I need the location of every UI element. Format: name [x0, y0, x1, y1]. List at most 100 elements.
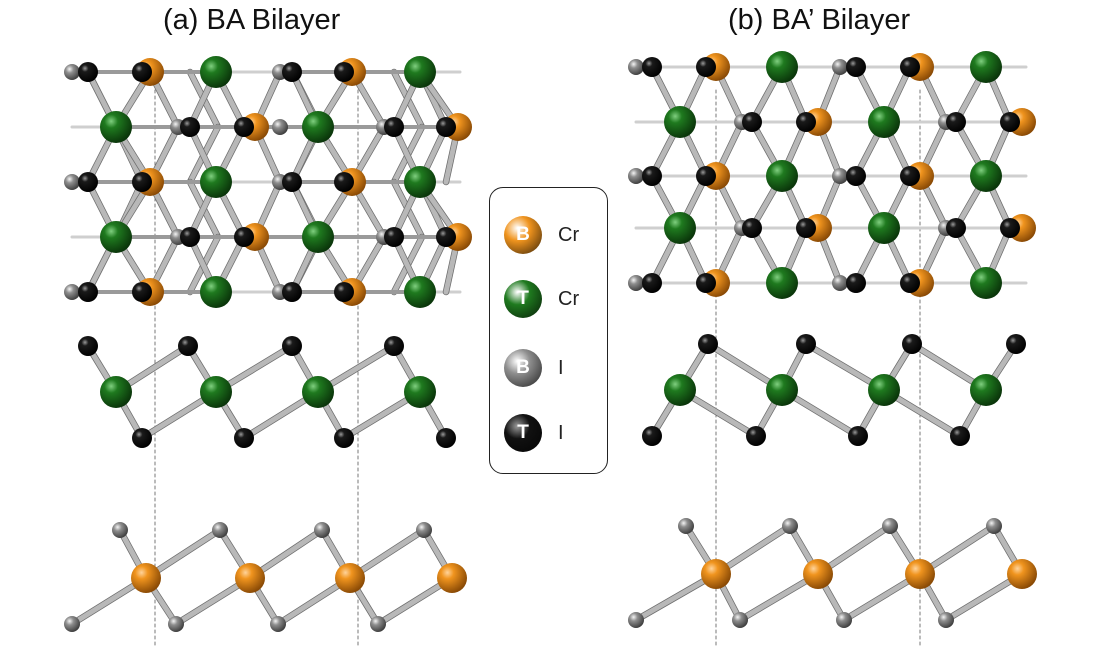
top-i-atom: [334, 428, 354, 448]
top-cr-atom: [664, 106, 696, 138]
bottom-i-atom: [314, 522, 330, 538]
top-cr-atom: [868, 212, 900, 244]
top-i-atom: [742, 112, 762, 132]
top-i-atom: [180, 117, 200, 137]
top-cr-atom: [302, 376, 334, 408]
bottom-i-atom: [836, 612, 852, 628]
top-i-atom: [234, 428, 254, 448]
legend-row-top-cr: T Cr: [504, 280, 579, 318]
legend-label: Cr: [558, 223, 580, 246]
top-cr-atom: [200, 376, 232, 408]
top-cr-atom: [766, 267, 798, 299]
bottom-i-atom: [782, 518, 798, 534]
top-i-atom: [282, 62, 302, 82]
bond: [633, 571, 719, 623]
atom-layer: [64, 51, 1037, 632]
top-i-atom: [180, 227, 200, 247]
bottom-i-atom: [416, 522, 432, 538]
top-i-atom: [848, 426, 868, 446]
top-i-atom: [1000, 112, 1020, 132]
top-i-atom: [132, 172, 152, 192]
top-i-atom: [900, 57, 920, 77]
bottom-i-atom: [272, 119, 288, 135]
bottom-i-atom: [832, 59, 848, 75]
top-i-atom: [742, 218, 762, 238]
bottom-i-atom: [882, 518, 898, 534]
top-cr-atom: [404, 276, 436, 308]
bottom-i-atom: [168, 616, 184, 632]
top-i-atom: [436, 117, 456, 137]
top-i-atom: [334, 172, 354, 192]
top-i-atom: [282, 172, 302, 192]
top-cr-atom: [200, 276, 232, 308]
top-cr-atom: [200, 166, 232, 198]
top-cr-atom: [868, 374, 900, 406]
bottom-cr-atom: [803, 559, 833, 589]
top-i-atom: [436, 227, 456, 247]
bottom-i-sphere-icon: B: [504, 349, 542, 387]
top-i-atom: [642, 166, 662, 186]
top-i-atom: [696, 273, 716, 293]
bottom-cr-sphere-icon: B: [504, 216, 542, 254]
top-i-atom: [282, 282, 302, 302]
top-cr-atom: [302, 111, 334, 143]
bottom-i-atom: [270, 616, 286, 632]
bottom-cr-atom: [701, 559, 731, 589]
top-i-atom: [78, 282, 98, 302]
legend-row-bottom-cr: B Cr: [504, 216, 579, 254]
top-i-atom: [384, 336, 404, 356]
top-cr-atom: [100, 111, 132, 143]
top-i-atom: [384, 117, 404, 137]
top-cr-atom: [970, 374, 1002, 406]
top-i-atom: [796, 218, 816, 238]
top-i-atom: [696, 166, 716, 186]
top-i-atom: [234, 227, 254, 247]
top-i-atom: [1006, 334, 1026, 354]
top-i-atom: [78, 62, 98, 82]
top-i-atom: [282, 336, 302, 356]
bottom-i-atom: [370, 616, 386, 632]
top-i-atom: [334, 282, 354, 302]
top-cr-atom: [970, 267, 1002, 299]
top-i-atom: [950, 426, 970, 446]
top-i-atom: [900, 166, 920, 186]
bottom-cr-atom: [335, 563, 365, 593]
top-i-sphere-icon: T: [504, 414, 542, 452]
top-cr-atom: [302, 221, 334, 253]
top-cr-atom: [100, 221, 132, 253]
bottom-i-atom: [678, 518, 694, 534]
bottom-cr-atom: [905, 559, 935, 589]
top-cr-atom: [100, 376, 132, 408]
top-cr-atom: [200, 56, 232, 88]
top-i-atom: [698, 334, 718, 354]
bottom-cr-atom: [235, 563, 265, 593]
top-i-atom: [796, 112, 816, 132]
legend-label: Cr: [558, 287, 580, 310]
bottom-i-atom: [628, 59, 644, 75]
bottom-i-atom: [628, 612, 644, 628]
top-cr-atom: [664, 374, 696, 406]
bottom-cr-atom: [1007, 559, 1037, 589]
top-cr-atom: [970, 160, 1002, 192]
bottom-cr-atom: [437, 563, 467, 593]
bottom-i-atom: [64, 64, 80, 80]
top-i-atom: [846, 166, 866, 186]
bottom-i-atom: [732, 612, 748, 628]
legend-label: I: [558, 356, 564, 379]
panel-b-title: (b) BA’ Bilayer: [728, 4, 911, 36]
top-cr-atom: [970, 51, 1002, 83]
bottom-i-atom: [832, 275, 848, 291]
legend-row-bottom-i: B I: [504, 349, 564, 387]
top-cr-atom: [404, 166, 436, 198]
top-i-atom: [846, 57, 866, 77]
top-i-atom: [78, 172, 98, 192]
bottom-i-atom: [628, 168, 644, 184]
top-i-atom: [746, 426, 766, 446]
top-i-atom: [78, 336, 98, 356]
panel-a-title: (a) BA Bilayer: [163, 4, 341, 36]
top-i-atom: [234, 117, 254, 137]
bottom-i-atom: [986, 518, 1002, 534]
top-i-atom: [696, 57, 716, 77]
top-i-atom: [436, 428, 456, 448]
top-i-atom: [178, 336, 198, 356]
